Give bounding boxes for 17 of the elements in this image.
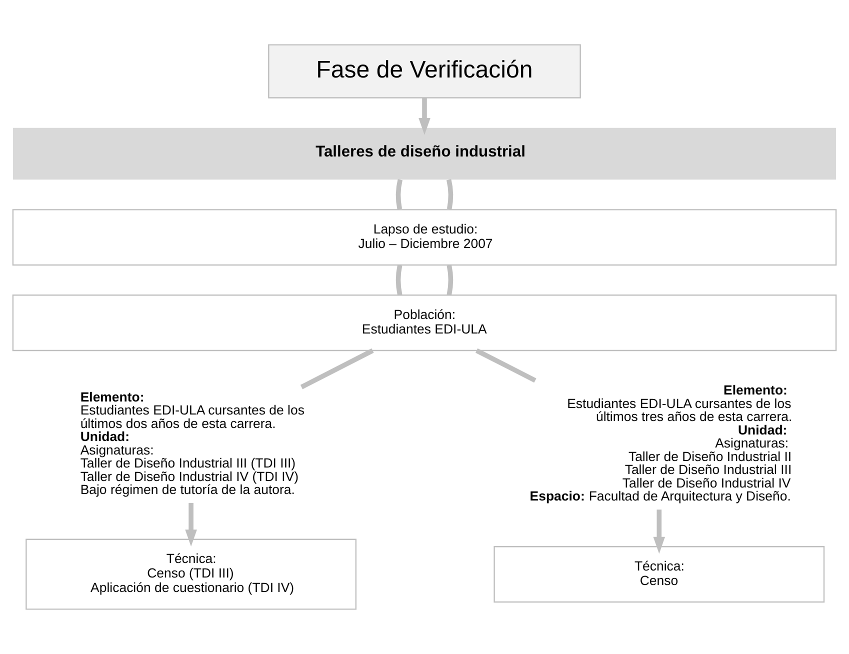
node-box: Población: Estudiantes EDI-ULA — [12, 294, 837, 352]
arrow — [653, 510, 666, 554]
node-box: Lapso de estudio: Julio – Diciembre 2007 — [12, 209, 837, 266]
arrow — [418, 98, 430, 135]
connector — [396, 264, 402, 296]
node-box: Técnica: Censo — [494, 546, 825, 603]
arrow — [185, 502, 197, 547]
connector — [446, 179, 454, 210]
node-box: Talleres de diseño industrial — [12, 128, 836, 180]
connector — [396, 179, 403, 210]
connector — [475, 348, 536, 383]
node-box: Fase de Verificación — [268, 44, 581, 98]
node-text: Elemento: Estudiantes EDI-ULA cursantes de los últimos tres años de esta carrera. Unidad: Asignaturas: Taller de Diseño Industrial II Taller de Diseño Industrial III Taller de Diseño Industrial IV Espacio: Facultad de Arquitectura y Diseño. — [530, 382, 792, 504]
connector — [446, 264, 454, 296]
node-box: Técnica: Censo (TDI III) Aplicación de cuestionario (TDI IV) — [26, 538, 357, 610]
node-text: Elemento: Estudiantes EDI-ULA cursantes de los últimos dos años de esta carrera. Unidad: Asignaturas: Taller de Diseño Industrial III (TDI III) Taller de Diseño Industrial IV (TDI IV) Bajo régimen de tutoría de la autora. — [80, 389, 304, 498]
connector — [300, 348, 374, 390]
